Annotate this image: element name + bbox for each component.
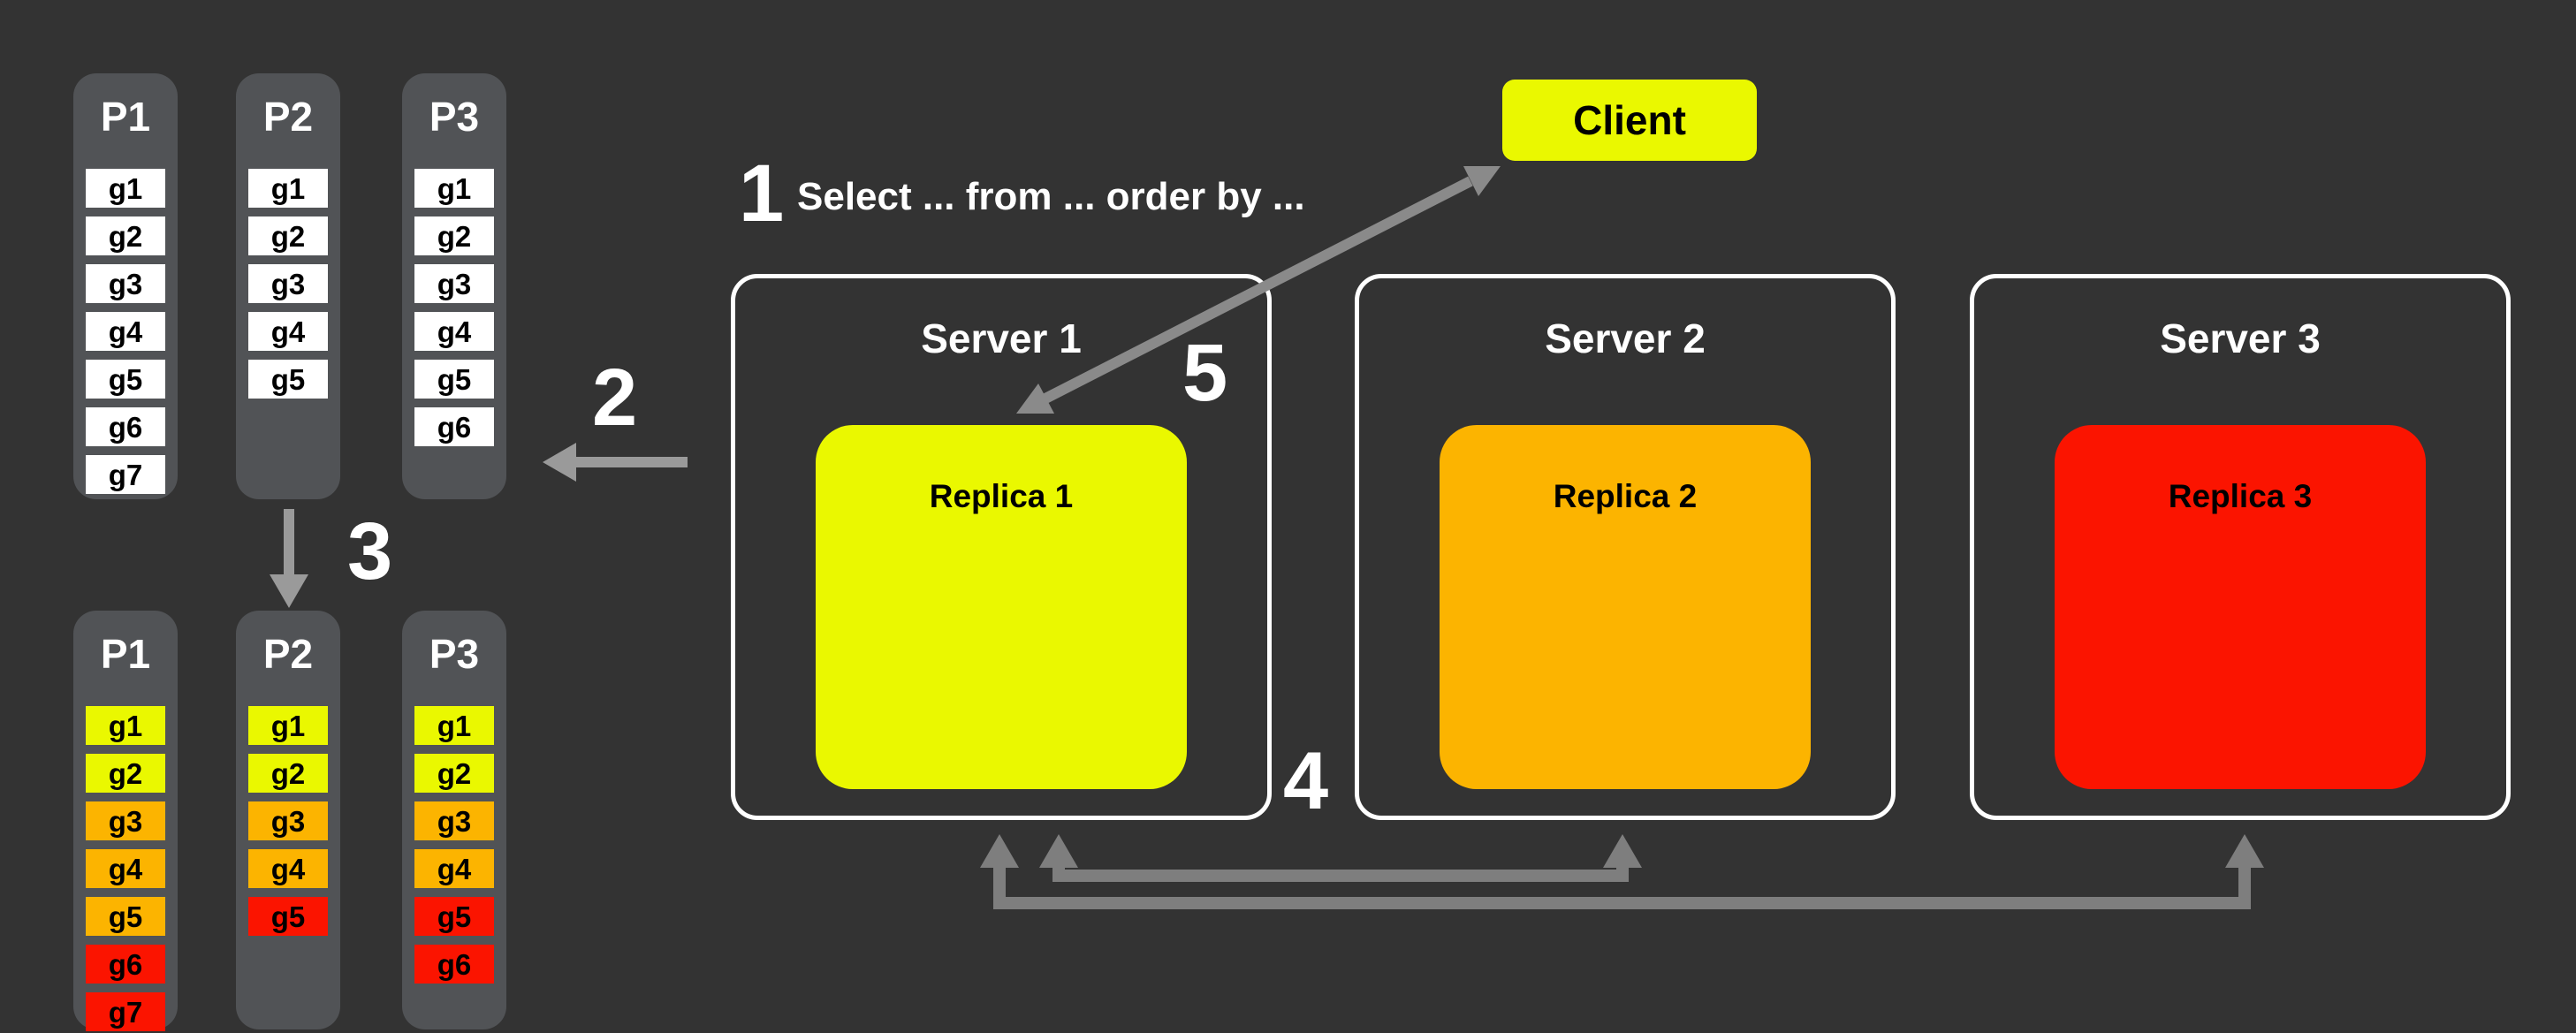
server-2-title: Server 2 — [1545, 315, 1706, 361]
group-cell: g4 — [248, 311, 328, 351]
step-3-label: 3 — [347, 506, 393, 596]
group-cell: g2 — [248, 216, 328, 255]
group-cell: g1 — [248, 705, 328, 745]
server-1-box: Server 1 Replica 1 — [731, 274, 1272, 820]
partition-column-title: P3 — [429, 94, 480, 140]
group-cell: g4 — [414, 311, 494, 351]
group-cell-list: g1 g2 g3 g4 g5 — [236, 168, 340, 399]
server-3-title: Server 3 — [2160, 315, 2321, 361]
group-cell: g1 — [86, 168, 165, 208]
group-cell: g1 — [86, 705, 165, 745]
step-1-label: 1 — [739, 148, 785, 239]
group-cell: g1 — [414, 705, 494, 745]
partition-column-title: P3 — [429, 631, 480, 677]
partition-column-p3: P3 g1 g2 g3 g4 g5 g6 — [402, 73, 506, 499]
group-cell: g5 — [86, 359, 165, 399]
partition-column-p1: P1 g1 g2 g3 g4 g5 g6 g7 — [73, 73, 178, 499]
group-cell: g5 — [414, 359, 494, 399]
group-cell: g2 — [414, 753, 494, 793]
group-cell: g6 — [86, 944, 165, 984]
group-cell: g4 — [86, 848, 165, 888]
replica-3-label: Replica 3 — [2168, 478, 2313, 515]
partition-column-title: P1 — [100, 94, 151, 140]
server1-server2-bracket-arrow-icon — [1039, 834, 1642, 882]
group-cell: g3 — [86, 263, 165, 303]
server-3-box: Server 3 Replica 3 — [1970, 274, 2511, 820]
group-cell-list: g1 g2 g3 g4 g5 — [236, 705, 340, 936]
replica-2-box: Replica 2 — [1440, 425, 1811, 790]
server-2-box: Server 2 Replica 2 — [1355, 274, 1896, 820]
partition-column-p1: P1 g1 g2 g3 g4 g5 g6 g7 — [73, 611, 178, 1031]
query-annotation: Select ... from ... order by ... — [797, 175, 1305, 218]
replica-3-box: Replica 3 — [2055, 425, 2426, 790]
partition-column-p2: P2 g1 g2 g3 g4 g5 — [236, 611, 340, 1029]
group-cell: g1 — [414, 168, 494, 208]
partition-column-title: P1 — [100, 631, 151, 677]
group-cell: g3 — [414, 263, 494, 303]
group-cell-list: g1 g2 g3 g4 g5 g6 — [402, 168, 506, 446]
group-cell: g2 — [86, 216, 165, 255]
group-cell: g4 — [414, 848, 494, 888]
group-cell: g5 — [248, 359, 328, 399]
step-2-label: 2 — [592, 353, 638, 443]
client-box: Client — [1502, 80, 1757, 161]
replica-2-label: Replica 2 — [1553, 478, 1698, 515]
group-cell: g3 — [86, 801, 165, 840]
group-cell-list: g1 g2 g3 g4 g5 g6 g7 — [73, 705, 178, 1031]
group-cell: g5 — [414, 896, 494, 936]
replica-1-box: Replica 1 — [816, 425, 1187, 790]
group-cell: g6 — [86, 406, 165, 446]
group-cell-list: g1 g2 g3 g4 g5 g6 g7 — [73, 168, 178, 494]
group-cell: g6 — [414, 944, 494, 984]
partition-column-title: P2 — [262, 631, 314, 677]
group-cell: g4 — [248, 848, 328, 888]
server-1-title: Server 1 — [921, 315, 1082, 361]
group-cell: g2 — [86, 753, 165, 793]
group-cell: g2 — [248, 753, 328, 793]
partition-column-title: P2 — [262, 94, 314, 140]
group-cell: g3 — [248, 801, 328, 840]
group-cell-list: g1 g2 g3 g4 g5 g6 — [402, 705, 506, 984]
server-to-partitions-arrow-icon — [543, 443, 688, 482]
group-cell: g4 — [86, 311, 165, 351]
group-cell: g3 — [248, 263, 328, 303]
group-cell: g1 — [248, 168, 328, 208]
step-4-label: 4 — [1283, 736, 1329, 826]
sort-down-arrow-icon — [270, 509, 308, 608]
group-cell: g7 — [86, 454, 165, 494]
group-cell: g7 — [86, 991, 165, 1031]
group-cell: g6 — [414, 406, 494, 446]
server1-server3-bracket-arrow-icon — [980, 834, 2264, 909]
group-cell: g5 — [86, 896, 165, 936]
replica-1-label: Replica 1 — [929, 478, 1074, 515]
partition-column-p3: P3 g1 g2 g3 g4 g5 g6 — [402, 611, 506, 1029]
group-cell: g3 — [414, 801, 494, 840]
partition-column-p2: P2 g1 g2 g3 g4 g5 — [236, 73, 340, 499]
group-cell: g5 — [248, 896, 328, 936]
group-cell: g2 — [414, 216, 494, 255]
client-label: Client — [1573, 97, 1686, 143]
